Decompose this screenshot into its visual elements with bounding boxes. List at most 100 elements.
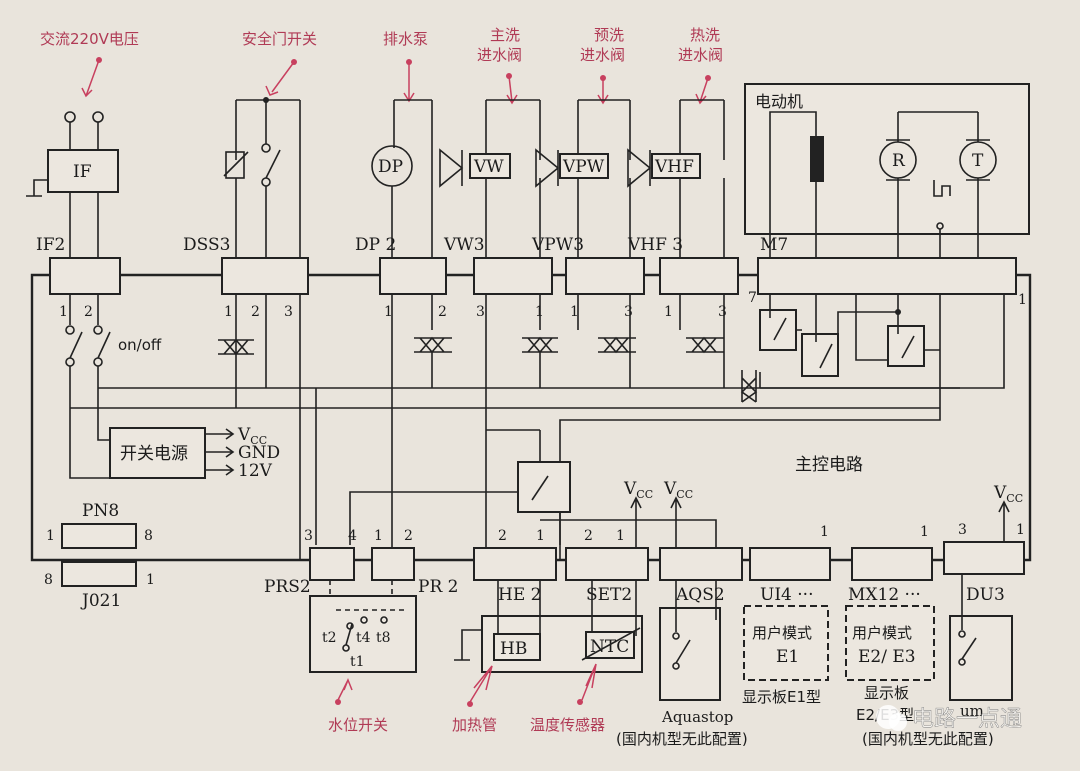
if2-label: IF2 [36, 235, 65, 255]
heater-wires [454, 580, 541, 661]
mx12-label: MX12 ··· [848, 585, 921, 605]
ann-arrow [337, 677, 353, 701]
pin-label: 4 [348, 528, 357, 544]
ann-hot-valve-l2: 进水阀 [678, 46, 723, 64]
set2-connector [565, 547, 649, 581]
valve-prewash: VPW VPW3 1 3 [531, 99, 645, 388]
pin-label: 1 [59, 304, 68, 320]
annotation-temp-sensor: 温度传感器 [530, 663, 605, 734]
vcc-aqs2: VCC [663, 479, 693, 501]
t4-label: t4 [356, 630, 371, 646]
aquastop-label: Aquastop [661, 708, 733, 726]
du-box [949, 615, 1013, 701]
switch-contact [93, 357, 103, 367]
prs2-label: PRS2 [264, 577, 311, 597]
onoff-blades [69, 331, 111, 359]
power-supply: 开关电源 VCC GND 12V [109, 425, 280, 481]
tacho-symbol [933, 180, 951, 197]
vpw3-connector [565, 257, 645, 295]
t8-label: t8 [376, 630, 391, 646]
vw3-label: VW3 [443, 235, 485, 255]
relay-3 [887, 325, 925, 367]
ann-prewash-valve-l1: 预洗 [594, 26, 624, 44]
relay-1 [759, 309, 797, 351]
vw3-pins [485, 294, 541, 560]
annotation-heater: 加热管 [452, 665, 497, 734]
vhf-box [651, 153, 701, 179]
pin-label: 7 [748, 290, 757, 306]
door-contact [261, 177, 271, 187]
terminal-n [92, 111, 104, 123]
motor-box [744, 83, 1030, 235]
ann-arrow [597, 78, 609, 105]
level-switch: t2 t4 t8 t1 [309, 580, 417, 673]
vpw3-label: VPW3 [531, 235, 584, 255]
dss3-pins [235, 294, 301, 560]
door-wiring [235, 108, 281, 258]
pin-label: 1 [570, 304, 579, 320]
t2-label: t2 [322, 630, 337, 646]
ann-main-valve-l2: 进水阀 [477, 46, 522, 64]
switch-contact [65, 325, 75, 335]
12v-out [205, 464, 235, 476]
psu-feed [69, 366, 110, 479]
hb-element [493, 633, 541, 661]
pin-label: 3 [718, 304, 727, 320]
aqs2-connector [659, 547, 743, 581]
ann-arrow [403, 62, 415, 103]
pin-label: 1 [616, 528, 625, 544]
door-contact [261, 143, 271, 153]
triac-motor [740, 370, 758, 403]
aux-wiring [315, 388, 561, 545]
e1-line2: E1 [776, 647, 799, 667]
relay-he [517, 461, 571, 513]
t1-label: t1 [350, 654, 365, 670]
du-contact [958, 630, 966, 638]
du3-connector [943, 541, 1025, 575]
pin-label: 1 [920, 524, 929, 540]
pin-label: 2 [404, 528, 413, 544]
pin-label: 2 [498, 528, 507, 544]
annotation-drain-pump: 排水泵 [383, 30, 428, 103]
t-wire [898, 111, 990, 258]
vhf-valve-symbol [627, 148, 652, 188]
e23-caption: 显示板 [864, 684, 909, 702]
pr2-label: PR 2 [418, 577, 458, 597]
m7-connector [757, 257, 1017, 295]
e1-caption: 显示板E1型 [742, 688, 821, 706]
ann-door-switch-text: 安全门开关 [242, 30, 317, 48]
du-blade [961, 637, 977, 660]
aquastop-wires [675, 580, 717, 632]
valve-hot: VHF VHF 3 1 3 [627, 99, 739, 388]
dp2-pins [391, 294, 433, 560]
ann-arrow [695, 77, 709, 105]
ntc-wires [591, 580, 637, 636]
vhf3-connector [659, 257, 739, 295]
ann-hot-valve-l1: 热洗 [690, 26, 720, 44]
gnd-out [205, 446, 235, 458]
triac-vhf [686, 336, 724, 354]
vhf3-label: VHF 3 [627, 235, 683, 255]
watermark: 电路一点通 [876, 705, 1022, 732]
dp-label: DP [378, 157, 403, 177]
ann-arrow [506, 75, 518, 105]
ann-arrow [469, 665, 493, 703]
gnd-label: GND [238, 443, 280, 463]
winding-wire [769, 111, 817, 258]
vhf3-pins [679, 294, 725, 388]
aquastop-box [659, 607, 721, 701]
pin-label: 1 [374, 528, 383, 544]
du3-label: DU3 [966, 585, 1005, 605]
j021-label: J021 [80, 591, 121, 611]
annotation-door-switch: 安全门开关 [242, 30, 317, 96]
level-switch-wires [329, 580, 408, 611]
annotation-ac-voltage: 交流220V电压 [40, 30, 139, 98]
t8-contact [380, 616, 388, 624]
door-ptc [225, 151, 245, 179]
triac-vw [522, 336, 558, 388]
motor-section: 电动机 R T M7 7 1 [559, 83, 1030, 560]
pin-label: 1 [384, 304, 393, 320]
aqs2-label: AQS2 [675, 585, 725, 605]
heater-ntc: HB NTC [454, 580, 643, 673]
